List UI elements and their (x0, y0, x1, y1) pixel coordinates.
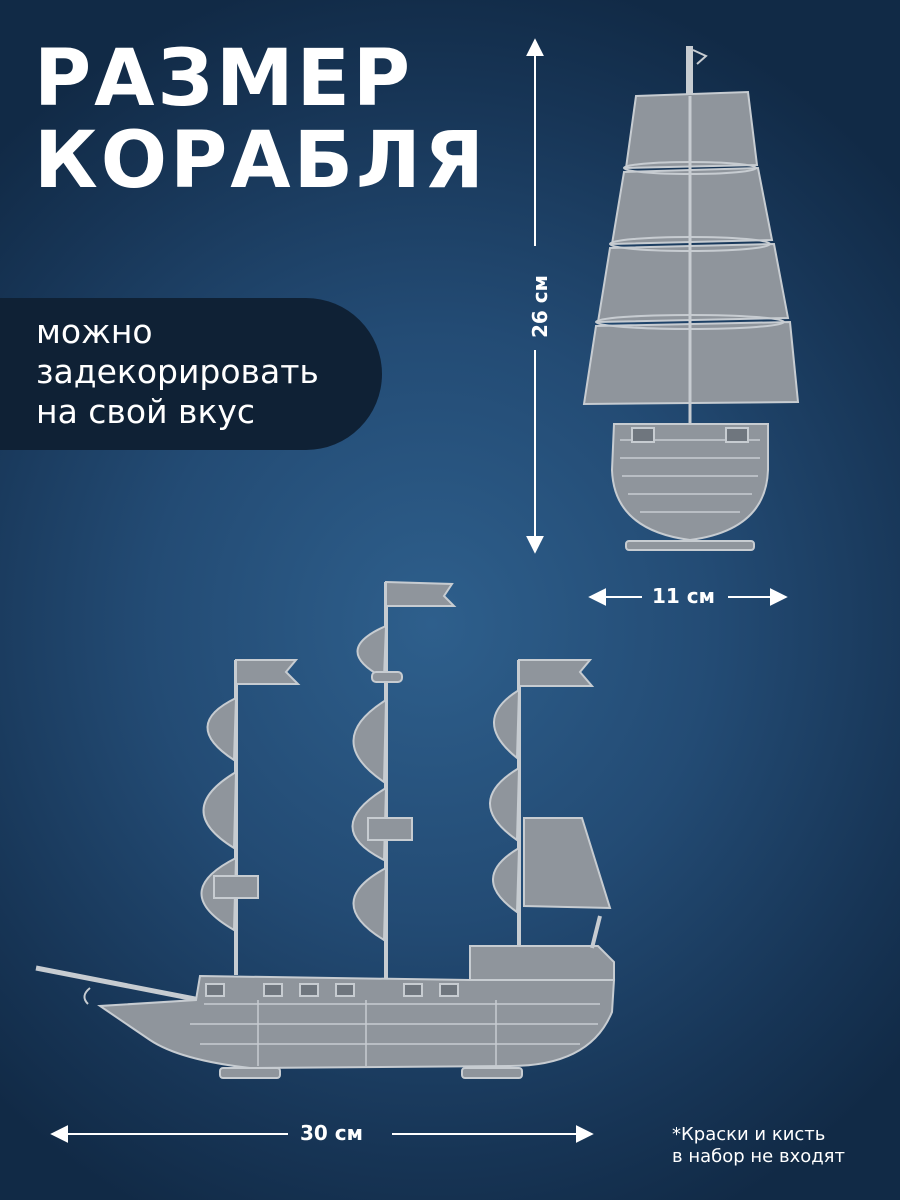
info-panel-text: можно задекорировать на свой вкус (36, 312, 319, 432)
info-line-2: задекорировать (36, 352, 319, 391)
side-hull (97, 974, 616, 1070)
flag-mizzen (518, 659, 595, 687)
ship-front-view (582, 46, 800, 551)
sail-mizzen-1 (493, 688, 521, 761)
front-sail-middle (610, 166, 774, 246)
main-crows-nest (371, 671, 403, 683)
flag-main (385, 580, 457, 607)
sail-fore-2 (202, 770, 238, 850)
bowsprit (35, 965, 201, 1003)
kit-note: *Краски и кисть в набор не входят (672, 1124, 845, 1168)
title-line-1: РАЗМЕР (34, 34, 414, 124)
main-top-platform (367, 817, 413, 841)
flag-fore (235, 659, 301, 685)
front-hull (610, 423, 769, 542)
info-line-1: можно (36, 312, 153, 351)
sail-main-2 (352, 698, 388, 784)
sail-main-4 (352, 866, 388, 942)
sail-spanker (523, 817, 612, 910)
front-sail-lower (596, 242, 790, 324)
side-stand-left (219, 1067, 281, 1079)
height-dimension-label: 26 см (528, 275, 552, 338)
length-dimension-label: 30 см (300, 1121, 363, 1145)
front-stand (625, 540, 755, 551)
title-line-2: КОРАБЛЯ (34, 116, 487, 206)
sail-fore-1 (206, 696, 238, 762)
stern-cabin (469, 945, 615, 981)
kit-note-line-1: *Краски и кисть (672, 1124, 826, 1145)
info-line-3: на свой вкус (36, 392, 256, 431)
info-panel (0, 298, 382, 450)
sail-mizzen-3 (492, 846, 521, 914)
sail-mizzen-2 (489, 766, 521, 842)
sail-main-1 (356, 624, 388, 680)
width-dimension-label: 11 см (652, 584, 715, 608)
page-title: РАЗМЕР КОРАБЛЯ (34, 38, 487, 202)
fore-top-platform (213, 875, 259, 899)
side-stand-right (461, 1067, 523, 1079)
kit-note-line-2: в набор не входят (672, 1146, 845, 1167)
front-mast-top (686, 46, 693, 100)
ship-side-view (35, 580, 616, 1079)
